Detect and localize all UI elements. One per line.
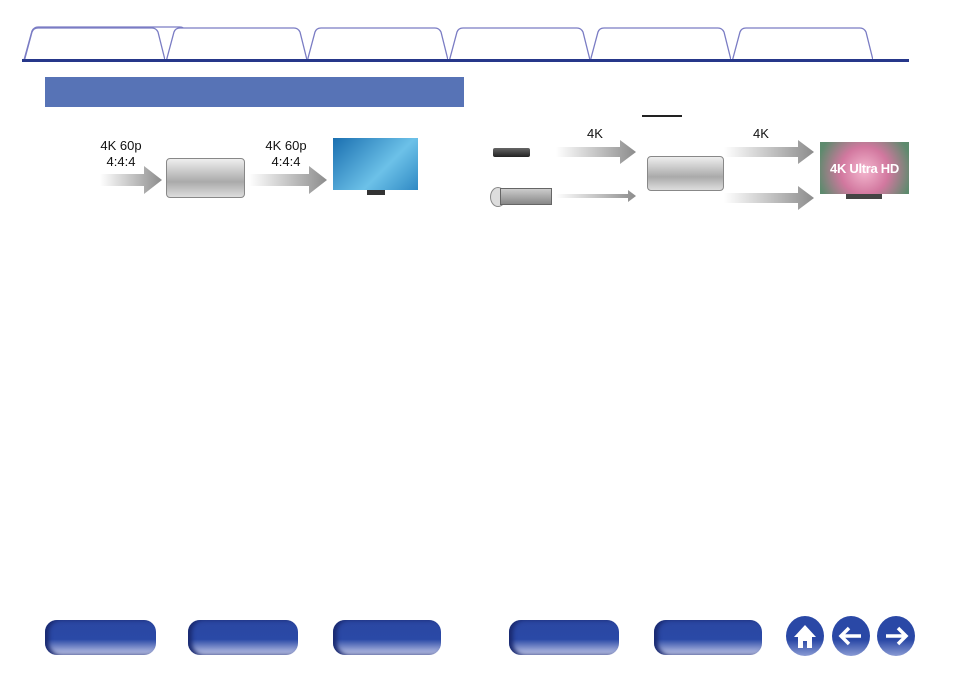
footer-button-3[interactable] [333, 620, 441, 655]
cd-player-image [500, 188, 552, 205]
tv-image [333, 138, 418, 190]
arrow-left-icon [838, 626, 861, 646]
footer-button-1[interactable] [45, 620, 156, 655]
tab-5[interactable] [590, 27, 731, 61]
arrow-right-icon [886, 626, 909, 646]
right-input-label: 4K [587, 126, 603, 141]
back-button[interactable] [832, 616, 870, 656]
footer-button-2[interactable] [188, 620, 298, 655]
section-header-bar [45, 77, 464, 107]
av-receiver-image [166, 158, 245, 198]
forward-button[interactable] [877, 616, 915, 656]
tab-1[interactable] [24, 27, 165, 61]
tab-3[interactable] [307, 27, 448, 61]
tab-6[interactable] [731, 27, 873, 61]
home-icon [794, 625, 816, 648]
bluray-player-image [493, 148, 530, 157]
arrow-icon [249, 166, 327, 194]
tv-stand [846, 194, 882, 199]
av-receiver-image [647, 156, 724, 191]
footer-button-5[interactable] [654, 620, 762, 655]
tv-logo-text: 4K Ultra HD [830, 161, 899, 176]
tv-stand [367, 190, 385, 195]
arrow-icon [556, 140, 636, 164]
home-button[interactable] [786, 616, 824, 656]
tv-image: 4K Ultra HD [820, 142, 909, 194]
arrow-icon [556, 190, 636, 202]
arrow-icon [100, 166, 162, 194]
right-output-label: 4K [753, 126, 769, 141]
underline-mark [642, 115, 682, 117]
arrow-icon [724, 140, 814, 164]
tab-2[interactable] [165, 27, 307, 61]
tab-4[interactable] [448, 27, 590, 61]
footer-button-4[interactable] [509, 620, 619, 655]
arrow-icon [724, 186, 814, 210]
tab-baseline [22, 59, 909, 62]
